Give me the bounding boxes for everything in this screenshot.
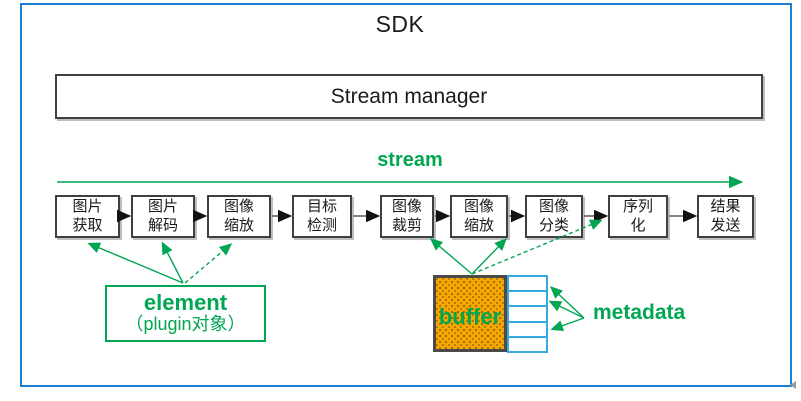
buffer-box: buffer <box>433 275 507 352</box>
buffer-label: buffer <box>438 303 502 329</box>
stage-image-scale-1: 图像 缩放 <box>207 195 271 238</box>
stage-result-send: 结果 发送 <box>697 195 754 238</box>
metadata-label: metadata <box>593 301 686 324</box>
stream-manager-label: Stream manager <box>330 84 488 108</box>
stage-image-capture: 图片 获取 <box>55 195 120 238</box>
stage-image-scale-2: 图像 缩放 <box>450 195 508 238</box>
stream-manager-box: Stream manager <box>55 74 763 119</box>
element-label: element <box>143 290 228 316</box>
sdk-title: SDK <box>375 11 425 37</box>
element-sublabel: （plugin对象） <box>125 314 246 335</box>
resize-artifact-icon <box>790 381 796 389</box>
stream-label: stream <box>377 149 443 171</box>
stage-image-crop: 图像 裁剪 <box>380 195 434 238</box>
element-box: element （plugin对象） <box>105 285 266 342</box>
metadata-cells <box>507 275 548 354</box>
stage-object-detect: 目标 检测 <box>292 195 352 238</box>
stage-image-classify: 图像 分类 <box>525 195 583 238</box>
stage-serialize: 序列 化 <box>608 195 668 238</box>
metadata-cell <box>507 335 548 354</box>
stage-image-decode: 图片 解码 <box>131 195 195 238</box>
